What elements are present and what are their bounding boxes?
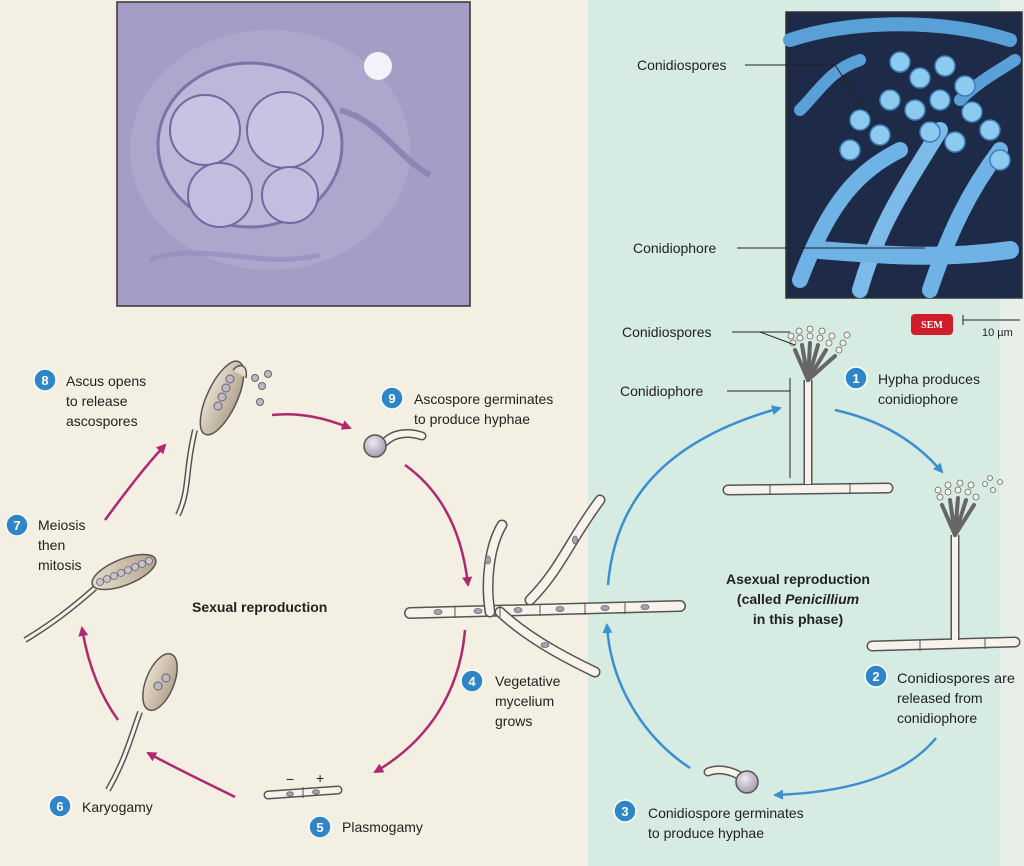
step-number-badge <box>460 669 484 693</box>
arrow-2-to-3 <box>773 737 937 800</box>
asexual-subtitle-genus: Penicillium <box>785 591 859 607</box>
step-label: Ascospore germinates to produce hyphae <box>414 391 553 427</box>
step-number: 3 <box>621 804 628 819</box>
diagram-conidiospores-label: Conidiospores <box>622 324 712 340</box>
step-number: 5 <box>316 820 323 835</box>
asexual-reproduction-subtitle-2: in this phase) <box>753 611 843 627</box>
step-label-line: conidiophore <box>878 391 958 407</box>
step-label-line: to produce hyphae <box>414 411 530 427</box>
step-number-badge <box>844 366 868 390</box>
arrow-6-to-7 <box>78 626 120 721</box>
step-3: 3 Conidiospore germinates to produce hyph… <box>613 799 804 841</box>
arrow-3-to-4 <box>602 623 691 770</box>
step-6: 6 Karyogamy <box>48 794 153 818</box>
step-label: Ascus opens to release ascospores <box>66 373 146 429</box>
sem-badge-text: SEM <box>921 320 943 331</box>
arrow-1-to-2 <box>834 408 944 474</box>
arrow-9-to-4 <box>404 463 473 587</box>
step-4: 4 Vegetative mycelium grows <box>460 669 561 729</box>
arrow-8-to-9 <box>271 413 352 430</box>
step-label-line: Ascus opens <box>66 373 146 389</box>
sexual-cycle-arrows <box>78 413 473 799</box>
diagram-conidiophore-label: Conidiophore <box>620 383 703 399</box>
diagram-conidiospores-leader-2 <box>759 331 796 346</box>
karyogamy-illustration <box>105 652 178 792</box>
step-number: 2 <box>872 669 879 684</box>
arrow-5-to-6 <box>146 751 236 799</box>
photo-conidiospores-label: Conidiospores <box>637 57 727 73</box>
asexual-reproduction-title: Asexual reproduction <box>726 571 870 587</box>
hypha-conidiophore-illustration <box>722 325 894 496</box>
ascus-micrograph <box>116 1 471 307</box>
step-label: Conidiospore germinates to produce hyphae <box>648 805 804 841</box>
step-label-line: Vegetative <box>495 673 561 689</box>
step-label-line: then <box>38 537 65 553</box>
plasmogamy-minus-sign: − <box>286 771 294 787</box>
sexual-reproduction-title: Sexual reproduction <box>192 599 327 615</box>
step-number-badge <box>48 794 72 818</box>
arrow-7-to-8 <box>103 443 167 521</box>
step-label-line: mitosis <box>38 557 82 573</box>
step-label: Hypha produces conidiophore <box>878 371 980 407</box>
step-2: 2 Conidiospores are released from conidiop… <box>864 664 1015 726</box>
step-label-line: Plasmogamy <box>342 819 423 835</box>
step-number: 8 <box>41 373 48 388</box>
step-number-badge <box>864 664 888 688</box>
step-number: 1 <box>852 371 859 386</box>
asexual-reproduction-subtitle: (called Penicillium <box>737 591 859 607</box>
conidiophore-releasing-illustration <box>866 475 1021 652</box>
step-number: 9 <box>388 391 395 406</box>
step-label: Karyogamy <box>82 799 153 815</box>
plasmogamy-plus-sign: + <box>316 770 324 786</box>
step-label: Conidiospores are released from conidiopho… <box>897 670 1015 726</box>
step-1: 1 Hypha produces conidiophore <box>844 366 980 407</box>
step-label-line: Hypha produces <box>878 371 980 387</box>
step-label-line: released from <box>897 690 983 706</box>
photo-conidiospores-leader-2 <box>834 64 866 111</box>
step-9: 9 Ascospore germinates to produce hyphae <box>380 386 553 427</box>
photo-conidiophore-label: Conidiophore <box>633 240 716 256</box>
step-number-badge <box>308 815 332 839</box>
step-5: 5 Plasmogamy <box>308 815 423 839</box>
plasmogamy-illustration <box>263 785 343 800</box>
conidiophore-sem-micrograph <box>783 11 1023 299</box>
step-number-badge <box>613 799 637 823</box>
ascospore-germinating-illustration <box>363 429 427 458</box>
step-label-line: Karyogamy <box>82 799 153 815</box>
step-label: Plasmogamy <box>342 819 423 835</box>
step-label-line: Conidiospores are <box>897 670 1015 686</box>
asexual-subtitle-prefix: (called <box>737 591 785 607</box>
sem-badge <box>911 314 953 335</box>
step-label-line: Ascospore germinates <box>414 391 553 407</box>
step-7: 7 Meiosis then mitosis <box>5 513 85 573</box>
step-label-line: Meiosis <box>38 517 85 533</box>
scale-bar-label: 10 µm <box>982 327 1013 339</box>
step-number-badge <box>380 386 404 410</box>
step-label-line: Conidiospore germinates <box>648 805 804 821</box>
arrow-4-to-1 <box>606 405 782 586</box>
step-number-badge <box>5 513 29 537</box>
open-ascus-illustration <box>175 360 272 517</box>
step-number: 6 <box>56 799 63 814</box>
asexual-cycle-arrows <box>602 405 944 800</box>
step-label-line: conidiophore <box>897 710 977 726</box>
step-label: Meiosis then mitosis <box>38 517 85 573</box>
vegetative-mycelium-illustration <box>404 494 686 678</box>
conidiospore-germinating-illustration <box>703 765 759 794</box>
step-label-line: mycelium <box>495 693 554 709</box>
step-label: Vegetative mycelium grows <box>495 673 561 729</box>
ascus-meiosis-illustration <box>23 553 157 643</box>
step-number: 7 <box>13 518 20 533</box>
step-number-badge <box>33 368 57 392</box>
arrow-4-to-5 <box>373 629 467 774</box>
step-label-line: grows <box>495 713 532 729</box>
step-number: 4 <box>468 674 476 689</box>
step-label-line: to release <box>66 393 128 409</box>
step-8: 8 Ascus opens to release ascospores <box>33 368 146 429</box>
step-label-line: ascospores <box>66 413 138 429</box>
step-label-line: to produce hyphae <box>648 825 764 841</box>
